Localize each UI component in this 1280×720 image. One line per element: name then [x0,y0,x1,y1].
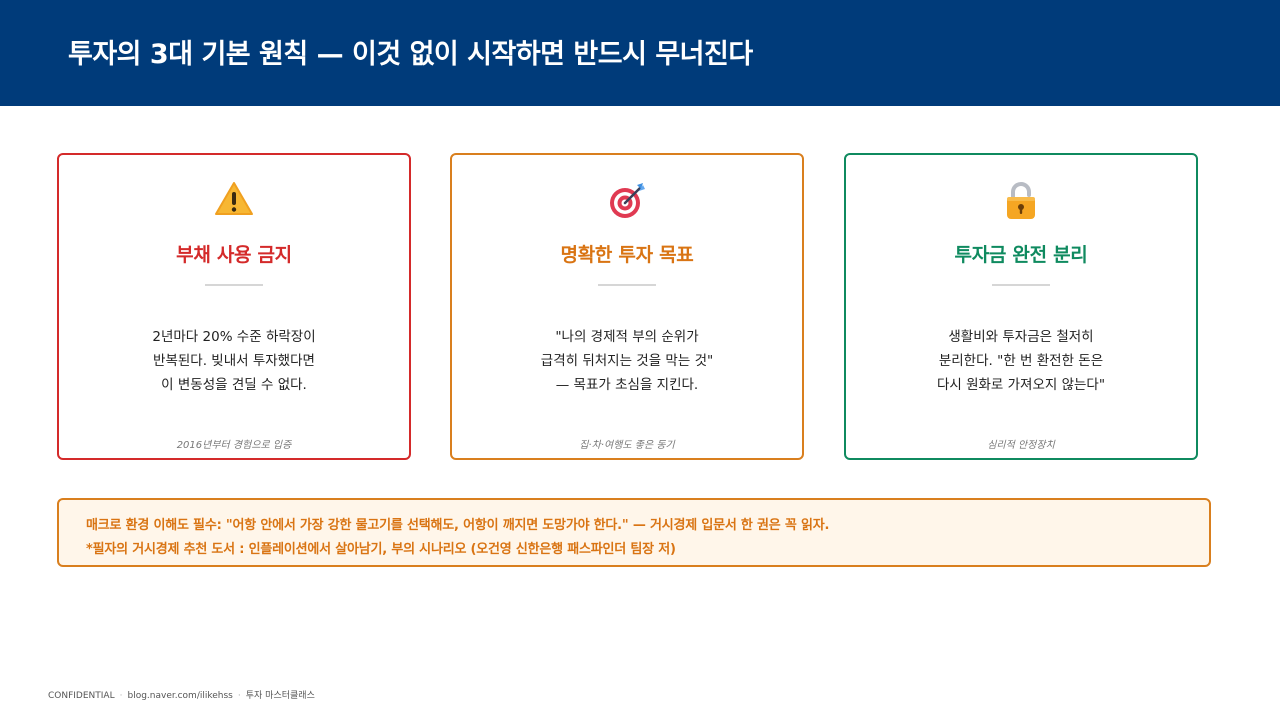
card-body-line: 반복된다. 빚내서 투자했다면 [153,353,315,369]
lock-icon [846,181,1196,221]
card-footer-note: 심리적 안정장치 [987,440,1055,451]
macro-note-line: 매크로 환경 이해도 필수: "어항 안에서 가장 강한 물고기를 선택해도, … [86,518,830,533]
target-icon [452,181,802,221]
divider [205,284,263,286]
warning-icon [59,181,409,221]
card-title: 부채 사용 금지 [176,244,292,266]
card-title: 명확한 투자 목표 [560,244,694,266]
card-body-line: — 목표가 초심을 지킨다. [555,377,699,393]
header-bar: 투자의 3대 기본 원칙 — 이것 없이 시작하면 반드시 무너진다 [0,0,1280,106]
card-footer-note: 집·차·여행도 좋은 동기 [579,440,675,451]
card-body: 2년마다 20% 수준 하락장이 반복된다. 빚내서 투자했다면 이 변동성을 … [79,325,389,397]
card-separate-funds: 투자금 완전 분리 생활비와 투자금은 철저히 분리한다. "한 번 환전한 돈… [844,153,1198,460]
macro-note-box: 매크로 환경 이해도 필수: "어항 안에서 가장 강한 물고기를 선택해도, … [57,498,1211,567]
card-body-line: 다시 원화로 가져오지 않는다" [936,377,1106,393]
brand-label: 투자 마스터클래스 [245,691,315,701]
confidential-label: CONFIDENTIAL [48,691,115,701]
card-body-line: 분리한다. "한 번 환전한 돈은 [938,353,1104,369]
blog-url: blog.naver.com/ilikehss [127,691,233,701]
card-body: 생활비와 투자금은 철저히 분리한다. "한 번 환전한 돈은 다시 원화로 가… [866,325,1176,397]
card-footer-note: 2016년부터 경험으로 입증 [176,440,292,451]
separator: · [237,691,241,701]
page-title: 투자의 3대 기본 원칙 — 이것 없이 시작하면 반드시 무너진다 [68,39,753,70]
card-body-line: 이 변동성을 견딜 수 없다. [161,377,307,393]
card-body-line: "나의 경제적 부의 순위가 [555,329,699,345]
card-body-line: 급격히 뒤처지는 것을 막는 것" [540,353,714,369]
page-footer: CONFIDENTIAL · blog.naver.com/ilikehss · 투자 … [48,688,315,701]
card-title: 투자금 완전 분리 [954,244,1088,266]
divider [598,284,656,286]
card-no-debt: 부채 사용 금지 2년마다 20% 수준 하락장이 반복된다. 빚내서 투자했다… [57,153,411,460]
book-recommendation-line: *필자의 거시경제 추천 도서 : 인플레이션에서 살아남기, 부의 시나리오 … [86,542,676,557]
separator: · [119,691,123,701]
card-clear-goal: 명확한 투자 목표 "나의 경제적 부의 순위가 급격히 뒤처지는 것을 막는 … [450,153,804,460]
divider [992,284,1050,286]
card-body: "나의 경제적 부의 순위가 급격히 뒤처지는 것을 막는 것" — 목표가 초… [472,325,782,397]
card-body-line: 2년마다 20% 수준 하락장이 [152,329,316,345]
card-body-line: 생활비와 투자금은 철저히 [948,329,1094,345]
